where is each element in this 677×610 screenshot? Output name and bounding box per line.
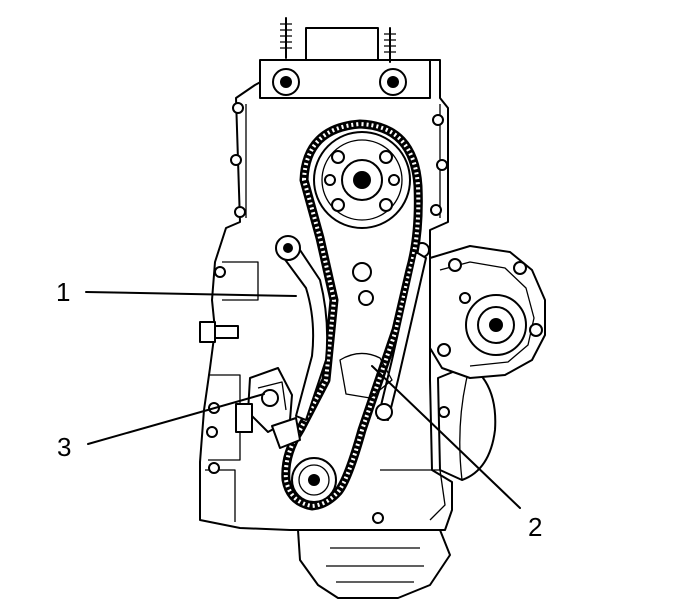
crankshaft-sprocket [291, 457, 337, 503]
timing-chain-guide [275, 235, 329, 421]
leader-line-1 [85, 291, 297, 297]
camshaft-sprocket [313, 131, 411, 229]
oil-pump-drive [339, 262, 393, 399]
tensioner-rail [375, 251, 427, 421]
oil-filter [437, 364, 497, 481]
timing-chain [281, 119, 423, 511]
callout-3: 3 [57, 432, 72, 462]
callout-1: 1 [56, 277, 71, 307]
block-bolt-holes [206, 102, 450, 524]
callout-2: 2 [528, 512, 543, 542]
chain-tensioner [235, 367, 301, 449]
oil-pan [297, 529, 451, 599]
side-bolt [199, 321, 239, 343]
water-pump-housing [429, 245, 546, 379]
leader-line-2 [371, 365, 521, 509]
leader-lines [85, 291, 521, 509]
leader-line-3 [87, 393, 265, 445]
head-cover [259, 17, 431, 99]
